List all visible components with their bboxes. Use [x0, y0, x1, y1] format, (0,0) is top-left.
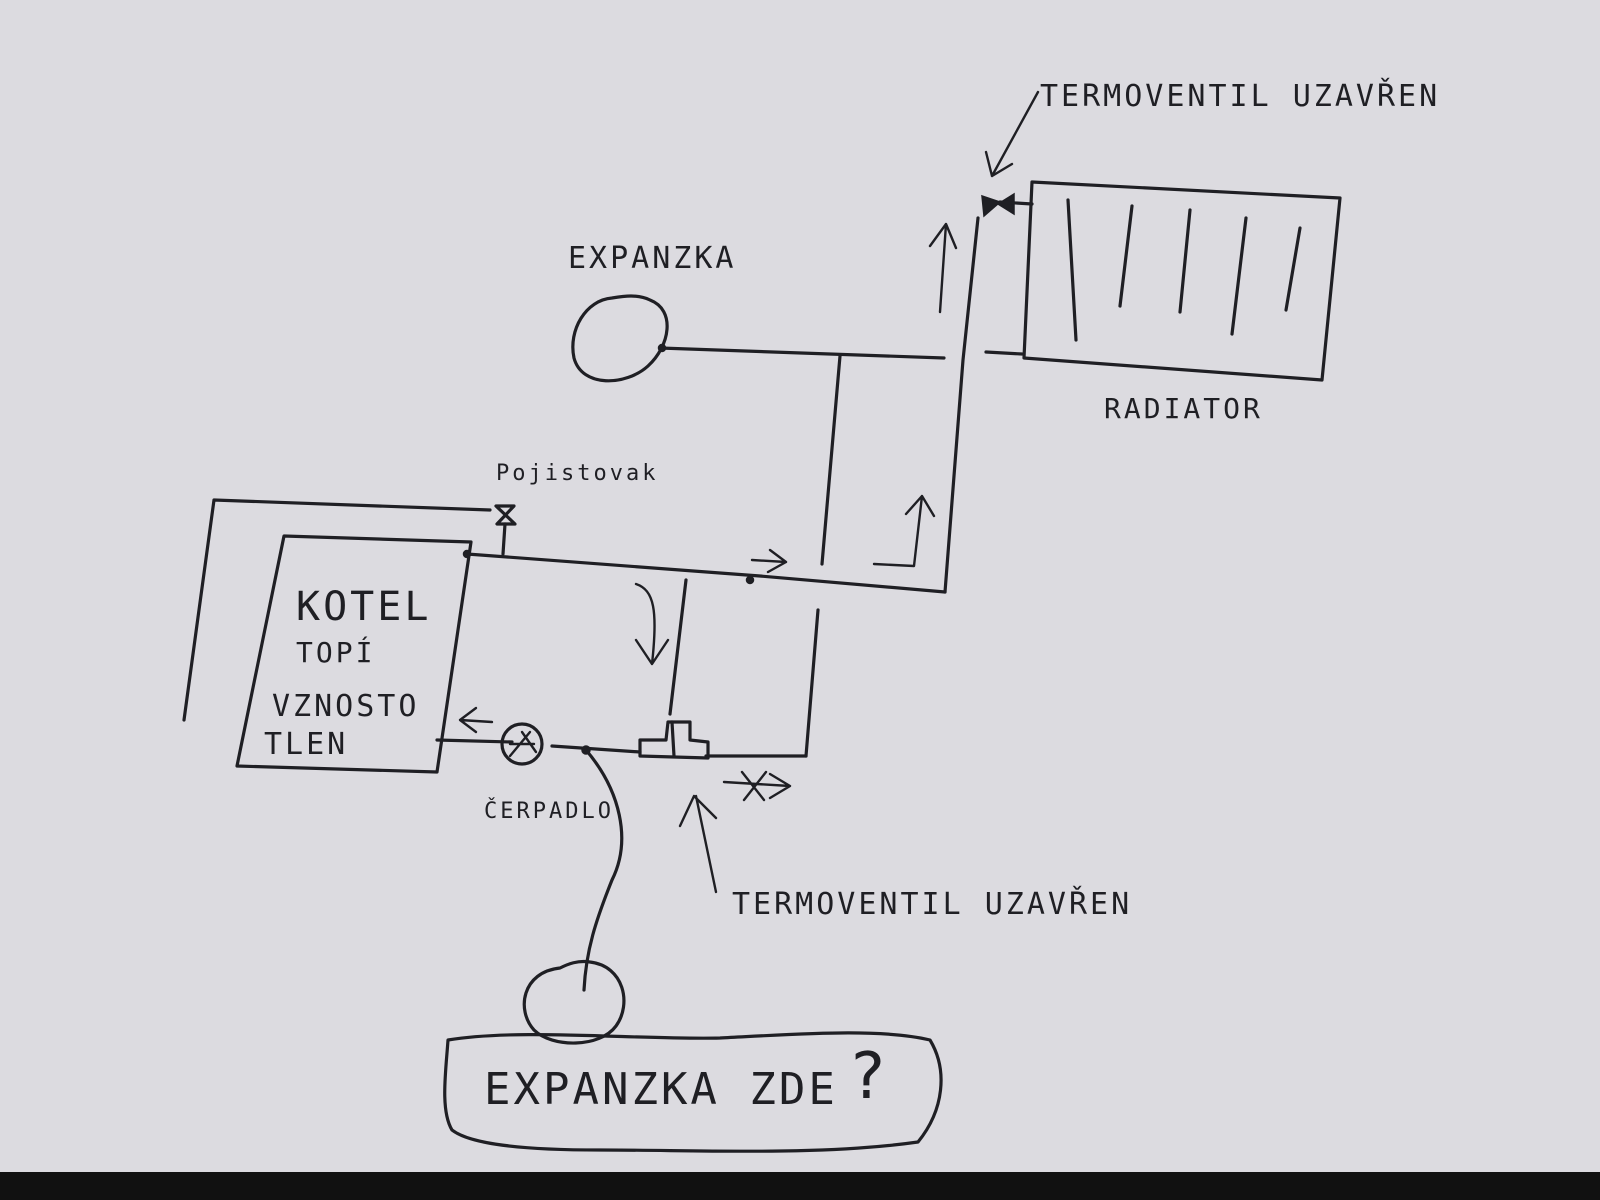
radiator-body	[1022, 180, 1342, 382]
boiler-return-loop	[182, 498, 492, 722]
pointer-arrow-thermo-top	[984, 90, 1040, 178]
question-mark: ?	[848, 1040, 890, 1114]
expansion-tank-top	[571, 294, 669, 383]
return-pipe-horizontal	[435, 738, 642, 754]
safety-valve-label: Pojistovak	[496, 461, 658, 486]
crossed-outlet-arrow	[722, 770, 792, 802]
boiler-label-line2: TOPÍ	[296, 635, 375, 669]
flow-arrow-up	[872, 494, 936, 568]
boiler-label-line4: TLEN	[264, 727, 348, 762]
thermo-valve-bottom-symbol	[638, 720, 710, 760]
pipe-joint	[745, 575, 755, 585]
thermo-valve-top-label: TERMOVENTIL UZAVŘEN	[1040, 78, 1440, 114]
thermo-valve-bottom-label: TERMOVENTIL UZAVŘEN	[732, 886, 1132, 922]
riser-to-radiator	[943, 216, 980, 594]
pipe-joint	[462, 549, 472, 559]
expansion-tank-bottom	[522, 959, 626, 1045]
supply-pipe-horizontal	[465, 552, 947, 594]
radiator-return-stub	[984, 350, 1024, 356]
label-cloud-outline	[443, 1031, 943, 1153]
return-pipe-vertical	[668, 578, 688, 716]
pipe-joint	[657, 343, 667, 353]
pipe-to-expansion-bottom	[582, 748, 624, 992]
pump-label: ČERPADLO	[484, 798, 614, 824]
expansion-top-label: EXPANZKA	[568, 241, 737, 276]
flow-arrow-up	[928, 222, 958, 314]
bottom-edge-band	[0, 1172, 1600, 1200]
boiler-label-line1: KOTEL	[296, 584, 431, 630]
radiator-label: RADIATOR	[1104, 392, 1263, 425]
lower-right-vertical-pipe	[804, 608, 820, 758]
pointer-arrow-thermo-bottom	[678, 794, 718, 894]
bypass-pipe-vertical	[820, 354, 842, 566]
expansion-bottom-label: EXPANZKA ZDE	[484, 1064, 838, 1115]
boiler-box	[235, 534, 473, 774]
safety-valve-symbol	[494, 504, 517, 556]
expansion-pipe-top	[658, 346, 946, 360]
radiator-fins	[1066, 198, 1302, 342]
boiler-label-line3: VZNOSTO	[272, 689, 419, 724]
flow-arrow-down	[634, 582, 670, 666]
pump-symbol	[500, 722, 544, 766]
flow-arrow-right	[750, 548, 788, 574]
flow-arrow-left	[458, 706, 494, 734]
thermo-valve-top-symbol	[981, 192, 1034, 218]
